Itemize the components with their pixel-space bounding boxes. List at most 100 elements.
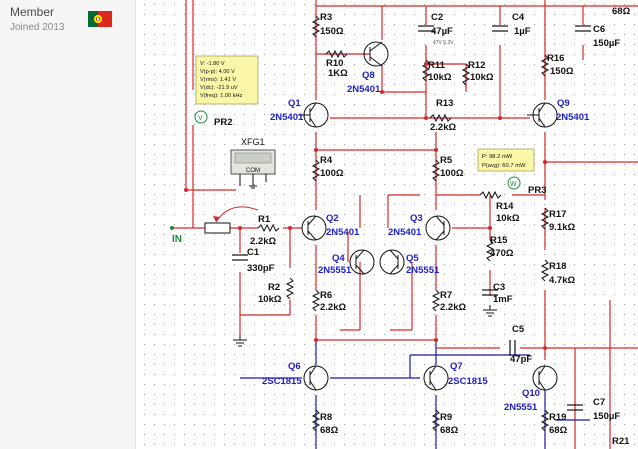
user-sidebar: Member Joined 2013 <box>0 0 136 449</box>
c6-ref: C6 <box>593 24 605 35</box>
probe-pr2-icon[interactable]: V <box>194 110 208 124</box>
q2-ref: Q2 <box>326 213 339 224</box>
pr2-line-3: V(rms): 1.41 V <box>200 77 236 83</box>
q5-ref: Q5 <box>406 253 419 264</box>
c1-val: 330pF <box>247 263 275 274</box>
q10-part: 2N5551 <box>504 402 538 413</box>
r9-val: 68Ω <box>440 425 459 436</box>
r13-ref: R13 <box>436 98 453 109</box>
q6-part: 2SC1815 <box>262 376 302 387</box>
r2-ref: R2 <box>268 282 280 293</box>
input-potentiometer[interactable] <box>204 206 259 234</box>
r17-ref: R17 <box>549 209 566 220</box>
joined-date: Joined 2013 <box>10 22 65 33</box>
resistor-r2 <box>285 277 295 300</box>
r14-val: 10kΩ <box>496 213 520 224</box>
c1-ref: C1 <box>247 247 260 258</box>
c4-val: 1µF <box>514 26 531 37</box>
c3-val: 1mF <box>493 294 513 305</box>
resistor-r12 <box>461 63 471 86</box>
resistor-r8 <box>311 409 321 432</box>
member-role: Member <box>10 5 55 19</box>
r6-val: 2.2kΩ <box>320 302 346 313</box>
capacitor-c3 <box>482 289 498 296</box>
r15-ref: R15 <box>490 235 508 246</box>
c7-ref: C7 <box>593 397 605 408</box>
r7-ref: R7 <box>440 290 452 301</box>
r18-val: 4.7kΩ <box>549 275 575 286</box>
probe-pr3-readout[interactable]: P: 98.2 mW P(avg): 60.7 mW <box>477 148 535 172</box>
r19-ref: R19 <box>549 412 566 423</box>
transistor-q2 <box>301 215 327 241</box>
schematic-svg[interactable]: IN XFG1 COM V: -1.80 V V(p-p): 4.00 V V(… <box>136 0 638 449</box>
resistor-r4 <box>311 159 321 182</box>
in-label: IN <box>172 234 182 245</box>
in-node[interactable] <box>170 226 174 230</box>
q1-part: 2N5401 <box>270 112 304 123</box>
r10-val: 1KΩ <box>328 68 348 79</box>
pr2-label: PR2 <box>214 117 232 128</box>
r17-val: 9.1kΩ <box>549 222 575 233</box>
r19-val: 68Ω <box>549 425 568 436</box>
r18-ref: R18 <box>549 261 566 272</box>
resistor-r1 <box>257 223 280 233</box>
pr2-line-5: V(freq): 1.00 kHz <box>200 93 242 99</box>
q8-ref: Q8 <box>362 70 375 81</box>
r12-ref: R12 <box>468 60 485 71</box>
r4-val: 100Ω <box>320 168 344 179</box>
r3-ref: R3 <box>320 12 332 23</box>
r11-ref: R11 <box>428 60 446 71</box>
pr3-label: PR3 <box>528 185 546 196</box>
resistor-r11 <box>421 59 431 82</box>
blue-wires <box>240 340 590 449</box>
capacitor-c1 <box>232 254 248 261</box>
resistor-r5 <box>431 159 441 182</box>
pr3-line-1: P: 98.2 mW <box>482 154 513 160</box>
c4-ref: C4 <box>512 12 525 23</box>
svg-text:V: V <box>198 115 203 122</box>
r13-val: 2.2kΩ <box>430 122 456 133</box>
capacitor-c4 <box>492 25 508 32</box>
probe-pr2-readout[interactable]: V: -1.80 V V(p-p): 4.00 V V(rms): 1.41 V… <box>195 55 259 105</box>
resistor-r16 <box>540 54 550 77</box>
q7-part: 2SC1815 <box>448 376 488 387</box>
r8-val: 68Ω <box>320 425 339 436</box>
r2-val: 10kΩ <box>258 294 282 305</box>
capacitor-c5 <box>509 340 516 356</box>
function-generator-xfg1[interactable] <box>230 149 276 189</box>
r21-ref: R21 <box>612 436 630 447</box>
resistor-r19 <box>540 409 550 432</box>
c7-val: 150µF <box>593 411 620 422</box>
schematic-canvas[interactable]: IN XFG1 COM V: -1.80 V V(p-p): 4.00 V V(… <box>136 0 638 449</box>
r5-ref: R5 <box>440 155 453 166</box>
pr2-line-1: V: -1.80 V <box>200 61 225 67</box>
junction-dots <box>184 62 547 350</box>
capacitor-c2 <box>418 25 434 32</box>
svg-text:W: W <box>510 181 517 188</box>
probe-pr3-icon[interactable]: W <box>507 176 521 190</box>
transistor-q8 <box>363 41 389 67</box>
transistor-q10 <box>532 365 558 391</box>
r1-ref: R1 <box>258 214 271 225</box>
resistor-r6 <box>311 289 321 312</box>
r14-ref: R14 <box>496 201 514 212</box>
r8-ref: R8 <box>320 412 332 423</box>
q9-ref: Q9 <box>557 98 570 109</box>
q6-ref: Q6 <box>288 361 301 372</box>
q3-part: 2N5401 <box>388 227 422 238</box>
q10-ref: Q10 <box>522 388 540 399</box>
transistor-q3 <box>425 215 451 241</box>
transistor-q5 <box>379 249 405 275</box>
xfg1-label: XFG1 <box>241 137 265 147</box>
transistor-q4 <box>349 249 375 275</box>
transistor-q6 <box>303 365 329 391</box>
capacitor-c7 <box>567 404 583 411</box>
c2-note: 47V 6.3V <box>433 40 454 46</box>
r10-ref: R10 <box>326 58 343 69</box>
r7-val: 2.2kΩ <box>440 302 466 313</box>
c6-val: 150µF <box>593 38 620 49</box>
pr3-line-2: P(avg): 60.7 mW <box>482 163 526 169</box>
pr2-line-4: V(dc): -21.9 uV <box>200 85 238 91</box>
r16-ref: R16 <box>547 53 564 64</box>
c2-val: 47µF <box>431 26 453 37</box>
